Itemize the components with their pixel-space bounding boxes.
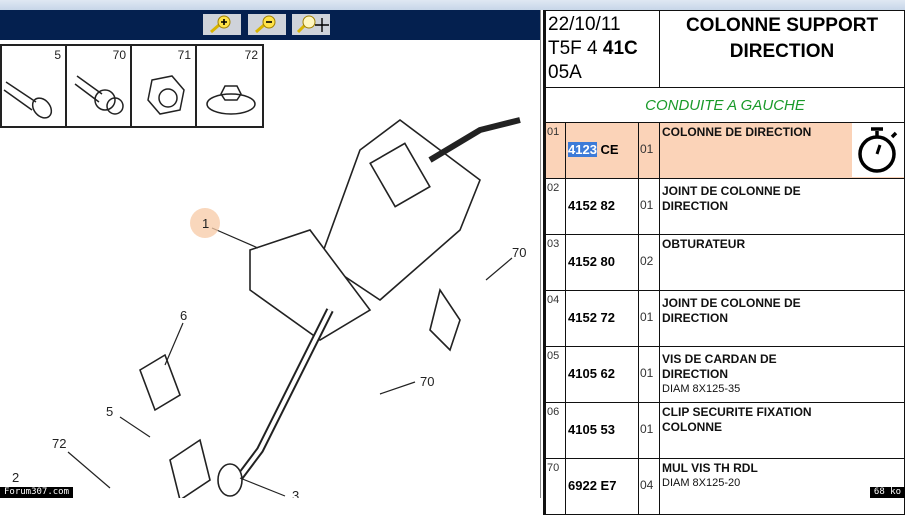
part-ref[interactable]: 4105 53 <box>565 402 639 459</box>
code-prefix: T5F 4 <box>548 38 603 59</box>
description: OBTURATEUR <box>659 234 905 291</box>
callout-72: 72 <box>52 436 67 451</box>
diagram-toolbar <box>0 10 540 40</box>
watermark: Forum307.com <box>0 487 74 498</box>
part-ref[interactable]: 4152 72 <box>565 290 639 347</box>
date: 22/10/11 <box>548 14 621 35</box>
desc-line2: DIRECTION <box>662 367 728 381</box>
bolt-icon <box>3 81 53 119</box>
row-number: 04 <box>544 290 566 347</box>
ref-rest: CE <box>596 142 619 157</box>
window-top-bar <box>0 0 905 10</box>
row-number: 03 <box>544 234 566 291</box>
zoom-pan-icon <box>296 15 329 34</box>
title-line2: DIRECTION <box>729 41 835 62</box>
catalog-code: T5F 4 41C 05A <box>548 37 657 85</box>
thumbnail-70[interactable]: 70 <box>67 46 132 126</box>
desc-line2: DIRECTION <box>662 199 728 213</box>
desc-line2: DIRECTION <box>662 311 728 325</box>
zoom-pan-button[interactable] <box>292 14 330 35</box>
subtitle: CONDUITE A GAUCHE <box>544 87 905 123</box>
zoom-in-button[interactable] <box>203 14 241 35</box>
desc-line2: DIAM 8X125-20 <box>662 477 741 489</box>
table-row[interactable]: 03 4152 80 02 OBTURATEUR <box>544 234 905 291</box>
desc-line1: JOINT DE COLONNE DE <box>662 296 801 310</box>
header-code-cell: 22/10/11 T5F 4 41C 05A <box>544 10 660 88</box>
nut-icon <box>147 75 185 115</box>
part-ref[interactable]: 4105 62 <box>565 346 639 403</box>
part-ref[interactable]: 4152 82 <box>565 178 639 235</box>
desc-sub: DIAM 8X125-35 <box>662 383 741 395</box>
row-number: 06 <box>544 402 566 459</box>
parts-diagram[interactable]: 5 70 71 72 <box>0 40 540 498</box>
title-line1: COLONNE SUPPORT <box>685 15 879 36</box>
desc-line1: JOINT DE COLONNE DE <box>662 184 801 198</box>
hardware-thumbnails: 5 70 71 72 <box>0 44 264 128</box>
part-ref[interactable]: 4123 CE <box>565 122 639 179</box>
page-title: COLONNE SUPPORT DIRECTION <box>659 10 905 88</box>
row-number: 70 <box>544 458 566 515</box>
desc-line2: COLONNE <box>662 420 722 434</box>
description: MUL VIS TH RDL DIAM 8X125-20 <box>659 458 905 515</box>
callout-5: 5 <box>106 404 114 419</box>
quantity: 01 <box>638 178 660 235</box>
zoom-out-button[interactable] <box>248 14 286 35</box>
quantity: 01 <box>638 402 660 459</box>
callout-70a: 70 <box>512 245 527 260</box>
screw-washer-icon <box>74 75 124 115</box>
quantity: 01 <box>638 346 660 403</box>
selected-text: 4123 <box>568 142 597 157</box>
stopwatch-icon <box>852 123 904 177</box>
callout-3: 3 <box>292 488 300 498</box>
thumbnail-5[interactable]: 5 <box>2 46 67 126</box>
callout-2: 2 <box>12 470 20 485</box>
desc-text: COLONNE DE DIRECTION <box>662 125 812 139</box>
code-suffix: 05A <box>548 62 582 83</box>
table-row[interactable]: 70 6922 E7 04 MUL VIS TH RDL DIAM 8X125-2… <box>544 458 905 515</box>
zoom-in-icon <box>210 15 231 34</box>
thumbnail-72[interactable]: 72 <box>197 46 262 126</box>
table-row[interactable]: 01 4123 CE 01 COLONNE DE DIRECTION <box>544 122 905 179</box>
zoom-out-icon <box>255 15 276 34</box>
code-bold: 41C <box>602 38 638 59</box>
callout-1: 1 <box>202 216 210 231</box>
parts-table: 22/10/11 T5F 4 41C 05A COLONNE SUPPORT D… <box>543 10 905 515</box>
quantity: 02 <box>638 234 660 291</box>
clip-nut-icon <box>206 85 256 115</box>
quantity: 01 <box>638 290 660 347</box>
desc-line1: OBTURATEUR <box>662 237 746 251</box>
desc-line1: MUL VIS TH RDL <box>662 461 758 475</box>
quantity: 04 <box>638 458 660 515</box>
description: COLONNE DE DIRECTION <box>659 122 905 179</box>
part-ref[interactable]: 4152 80 <box>565 234 639 291</box>
panel-divider <box>540 10 543 498</box>
row-number: 01 <box>544 122 566 179</box>
desc-line1: VIS DE CARDAN DE <box>662 352 777 366</box>
row-number: 05 <box>544 346 566 403</box>
callout-6: 6 <box>180 308 188 323</box>
desc-line1: CLIP SECURITE FIXATION <box>662 405 812 419</box>
quantity: 01 <box>638 122 660 179</box>
thumbnail-71[interactable]: 71 <box>132 46 197 126</box>
file-size: 68 ko <box>869 487 905 498</box>
row-number: 02 <box>544 178 566 235</box>
callout-70b: 70 <box>420 374 435 389</box>
part-ref[interactable]: 6922 E7 <box>565 458 639 515</box>
parts-list-panel: 22/10/11 T5F 4 41C 05A COLONNE SUPPORT D… <box>543 10 905 515</box>
